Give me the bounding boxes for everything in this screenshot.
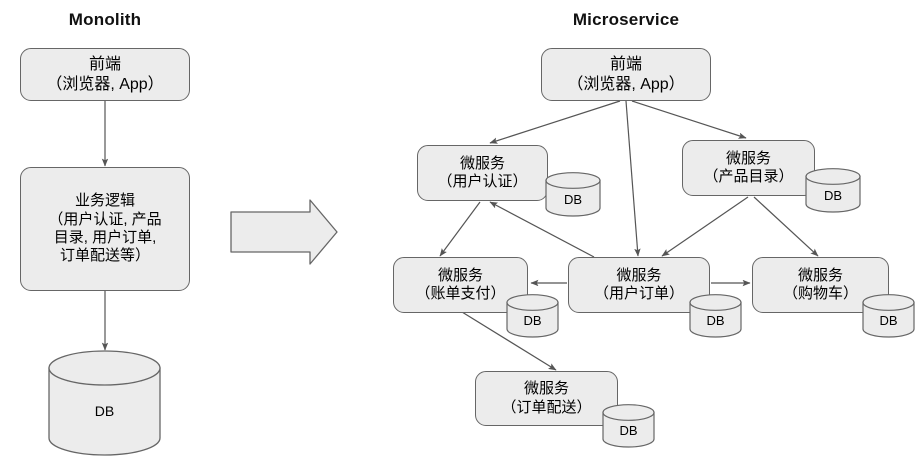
node-service-billing[interactable]: 微服务 （账单支付） [393, 257, 528, 313]
node-line-1: 前端 [609, 55, 642, 73]
service-delivery-database-cylinder[interactable]: DB [602, 404, 655, 448]
node-line-3: 目录, 用户订单, [53, 229, 157, 246]
monolith-database-cylinder[interactable]: DB [48, 350, 161, 456]
edge-frontend-auth [489, 100, 621, 144]
edge-catalog-cart [753, 196, 819, 257]
edge-billing-delivery [461, 311, 557, 371]
node-line-1: 业务逻辑 [74, 192, 135, 210]
node-line-2: （用户认证, 产品 [48, 210, 162, 228]
node-line-1: 微服务 [459, 154, 505, 172]
node-line-2: （用户认证） [437, 173, 528, 190]
edge-frontend-orders [625, 100, 641, 257]
monolith-title: Monolith [68, 10, 142, 29]
edge-catalog-orders [661, 196, 749, 257]
node-line-1: 前端 [88, 55, 121, 73]
service-cart-database-cylinder[interactable]: DB [862, 294, 915, 338]
node-line-1: 微服务 [725, 149, 771, 167]
edge-frontend-catalog [631, 100, 747, 139]
node-line-1: 微服务 [797, 266, 843, 284]
microservice-title: Microservice [572, 10, 680, 29]
node-line-2: （购物车） [782, 285, 858, 302]
node-line-1: 微服务 [437, 266, 483, 284]
node-line-2: （产品目录） [703, 168, 794, 185]
node-line-1: 微服务 [616, 266, 662, 284]
edge-auth-billing [439, 201, 481, 257]
node-line-2: （用户订单） [593, 285, 684, 302]
node-line-2: （浏览器, App） [567, 75, 685, 93]
node-microservice-frontend[interactable]: 前端 （浏览器, App） [541, 48, 711, 101]
node-line-1: 微服务 [523, 380, 569, 398]
node-service-auth[interactable]: 微服务 （用户认证） [417, 145, 548, 201]
node-line-2: （订单配送） [501, 398, 592, 416]
service-auth-database-cylinder[interactable]: DB [545, 172, 601, 217]
node-service-orders[interactable]: 微服务 （用户订单） [568, 257, 710, 313]
node-line-2: （账单支付） [415, 285, 506, 302]
node-service-catalog[interactable]: 微服务 （产品目录） [682, 140, 815, 196]
node-line-4: 订单配送等） [59, 247, 150, 265]
node-line-2: （浏览器, App） [46, 75, 164, 93]
node-monolith-business-logic[interactable]: 业务逻辑 （用户认证, 产品 目录, 用户订单, 订单配送等） [20, 167, 190, 291]
service-orders-database-cylinder[interactable]: DB [689, 294, 742, 338]
node-monolith-frontend[interactable]: 前端 （浏览器, App） [20, 48, 190, 101]
node-service-delivery[interactable]: 微服务 （订单配送） [475, 371, 618, 426]
service-billing-database-cylinder[interactable]: DB [506, 294, 559, 338]
service-catalog-database-cylinder[interactable]: DB [805, 168, 861, 213]
edge-orders-auth [489, 201, 595, 258]
